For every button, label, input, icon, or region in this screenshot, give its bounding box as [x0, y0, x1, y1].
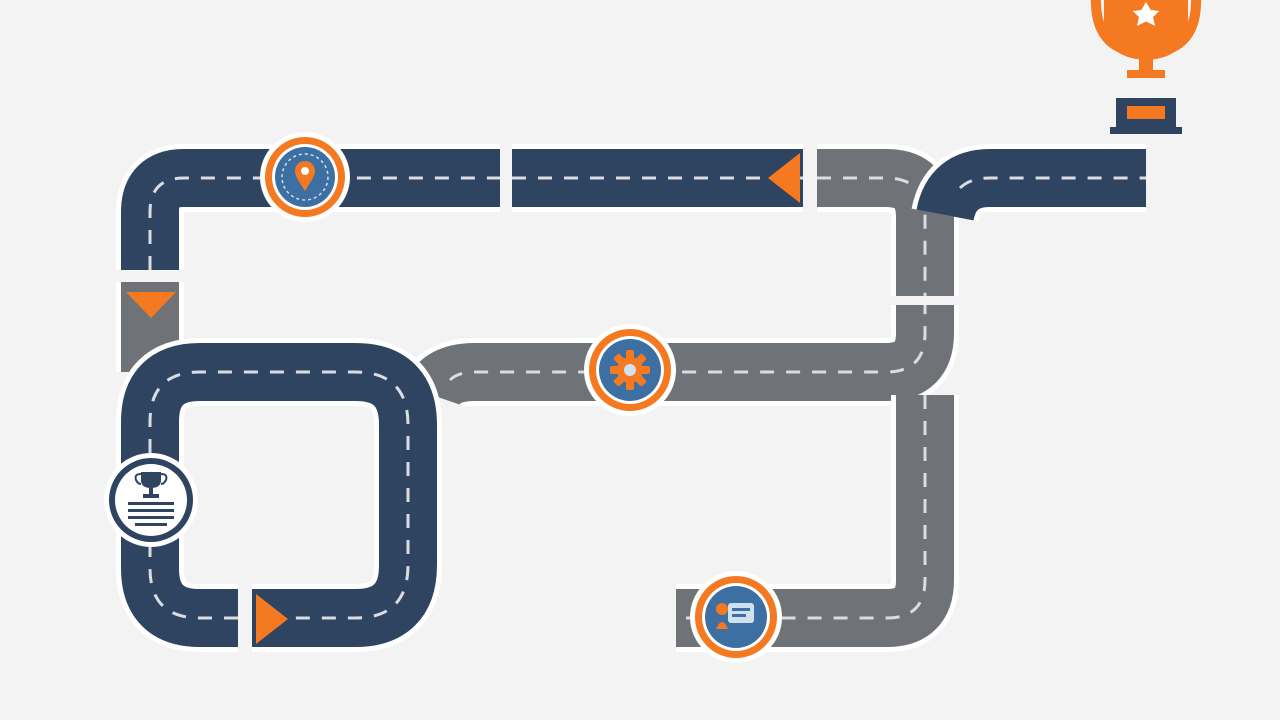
list-lines — [128, 502, 174, 526]
chat-icon — [716, 603, 754, 629]
road-top-right-curve — [817, 144, 959, 296]
arrow-down — [126, 292, 176, 318]
arrow-right — [256, 594, 288, 644]
milestone-chat[interactable] — [690, 571, 782, 663]
milestone-location-pin[interactable] — [260, 132, 350, 222]
gear-icon — [610, 350, 650, 390]
trophy-icon — [1090, 0, 1202, 134]
location-pin-icon — [295, 161, 315, 191]
trophy-icon — [134, 472, 168, 498]
road-middle-connector — [399, 305, 959, 410]
milestone-award-list[interactable] — [104, 453, 198, 547]
milestone-gear-team[interactable] — [584, 324, 676, 416]
road-right-vertical — [780, 395, 959, 652]
road-loop — [116, 338, 442, 652]
arrow-left — [768, 153, 800, 203]
road-top-left — [116, 144, 500, 270]
goal-trophy — [1090, 0, 1202, 134]
road-finish — [911, 144, 1146, 224]
